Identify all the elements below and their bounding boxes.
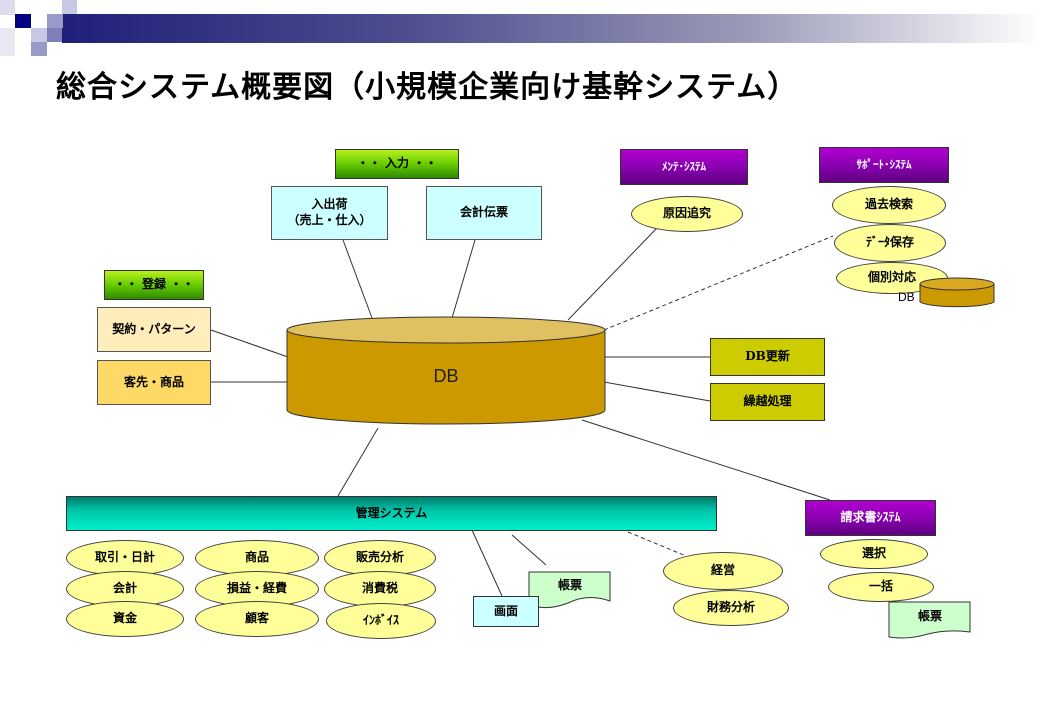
database-icon[interactable] [284,314,608,430]
database-label: DB [433,366,459,386]
executive-financial-analysis[interactable]: 財務分析 [673,590,789,626]
decor-square [15,14,31,28]
connector [337,427,379,497]
dashed-connector [603,235,834,331]
decor-square [47,28,62,42]
support-item-past-search[interactable]: 過去検索 [832,186,946,224]
maintenance-header: ﾒﾝﾃ･ｼｽﾃﾑ [620,149,748,185]
management-report[interactable]: 帳票 [557,578,582,593]
decor-square [0,0,15,15]
support-database-label: DB [898,290,915,304]
decor-square [0,28,15,56]
connector [471,529,503,597]
batch-item-carryover[interactable]: 繰越処理 [710,383,825,421]
module-funds[interactable]: 資金 [66,601,184,637]
executive-management[interactable]: 経営 [663,552,783,590]
input-header: ・・ 入力 ・・ [335,149,459,179]
page-title: 総合システム概要図（小規模企業向け基幹システム） [56,70,799,105]
connector [511,534,547,566]
connector [210,329,289,358]
connector [603,381,711,402]
management-screen[interactable]: 画面 [473,596,539,627]
header-gradient-bar [62,14,1040,43]
module-consumption-tax[interactable]: 消費税 [324,571,436,607]
support-item-data-save[interactable]: ﾃﾞｰﾀ保存 [834,224,946,262]
dashed-connector [627,531,687,557]
decor-square [47,14,63,28]
module-sales-analysis[interactable]: 販売分析 [324,540,436,576]
register-item-customer[interactable]: 客先・商品 [97,360,211,405]
decor-square [62,0,77,14]
invoice-header: 請求書ｼｽﾃﾑ [805,500,936,536]
input-item-accounting-slip[interactable]: 会計伝票 [426,186,542,240]
register-header: ・・ 登録 ・・ [104,270,204,300]
module-invoice[interactable]: ｲﾝﾎﾞｲｽ [326,603,436,639]
invoice-report-document-icon [888,601,971,639]
decor-square [31,42,47,56]
management-system-bar[interactable]: 管理システム [66,496,717,531]
connector [567,227,658,321]
invoice-item-bulk[interactable]: 一括 [828,572,934,602]
maintenance-item-root-cause[interactable]: 原因追究 [631,196,743,232]
batch-item-db-update[interactable]: DB更新 [710,338,825,376]
decor-square [31,28,47,42]
connector [581,419,831,501]
module-transactions[interactable]: 取引・日計 [66,540,184,576]
register-item-contract[interactable]: 契約・パターン [97,307,211,352]
input-item-shipping[interactable]: 入出荷 （売上・仕入） [271,186,388,240]
connector [451,239,476,319]
module-products[interactable]: 商品 [195,540,319,576]
connector [342,239,373,319]
support-database-icon [919,277,995,308]
invoice-report[interactable]: 帳票 [917,609,942,624]
invoice-item-select[interactable]: 選択 [820,539,928,569]
module-customers[interactable]: 顧客 [195,601,319,637]
support-header: ｻﾎﾟｰﾄ･ｼｽﾃﾑ [819,147,949,183]
